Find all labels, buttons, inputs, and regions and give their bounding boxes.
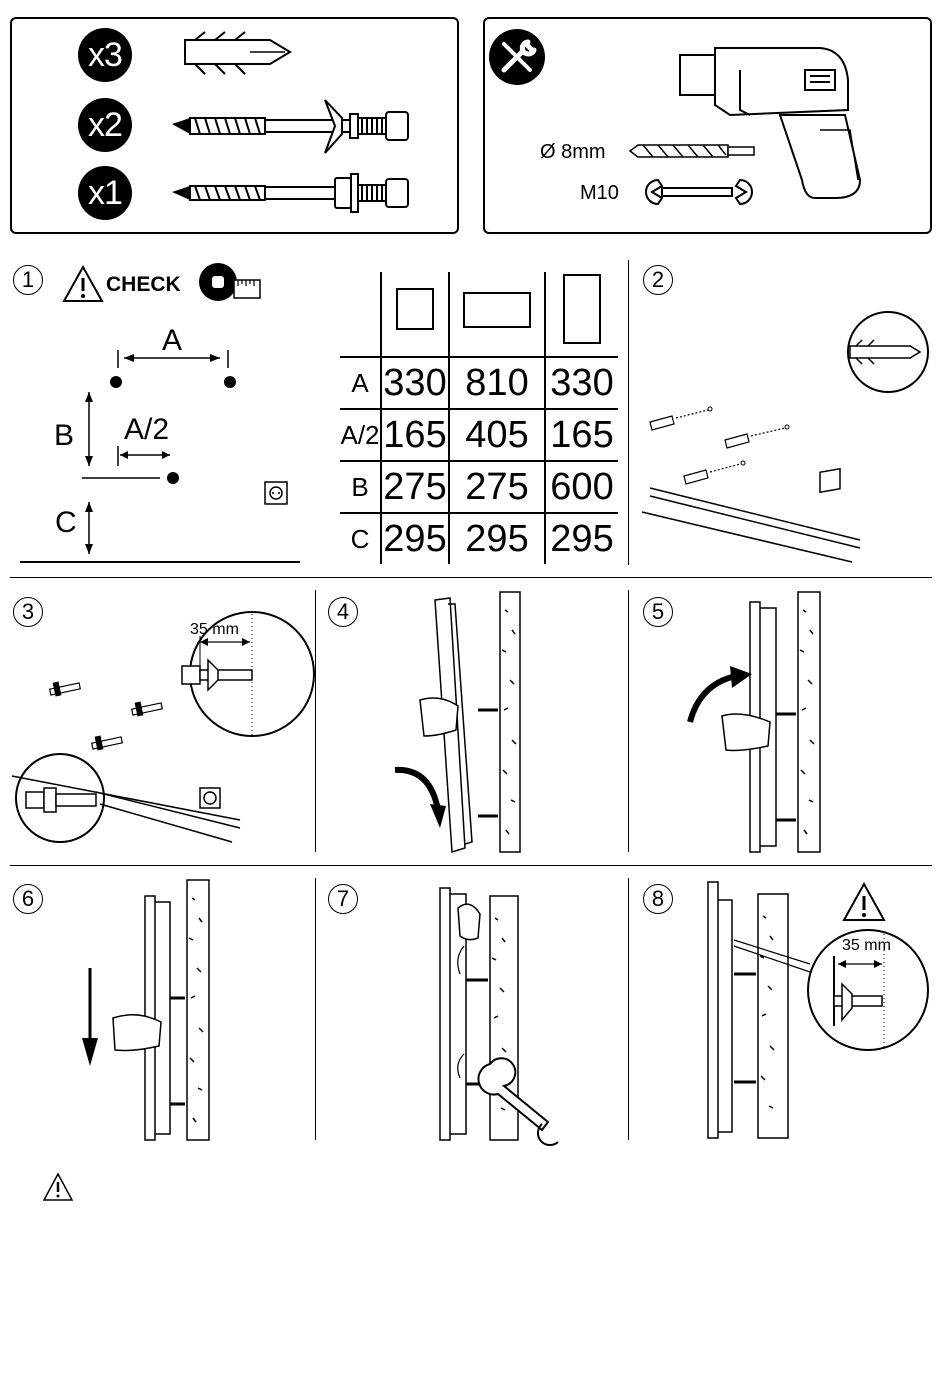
warning-icon — [62, 265, 104, 303]
table-cell: 295 — [545, 513, 618, 564]
dowel-icon — [725, 425, 789, 448]
divider — [10, 577, 932, 578]
dimension-table: A 330 810 330 A/2 165 405 165 B 275 275 … — [340, 272, 618, 564]
hex-bolt-screw-icon — [170, 168, 415, 218]
table-cell: 275 — [381, 461, 449, 513]
step-5-number: 5 — [643, 597, 673, 627]
step-3-gap-label: 35 mm — [190, 621, 239, 639]
table-cell: 330 — [381, 357, 449, 409]
table-cell: 600 — [545, 461, 618, 513]
dowel-icon — [650, 407, 712, 430]
table-cell: 405 — [449, 409, 545, 461]
bolt-qty-badge: x1 — [78, 166, 132, 220]
table-cell: 295 — [381, 513, 449, 564]
table-cell: 165 — [545, 409, 618, 461]
step-1-number: 1 — [13, 265, 43, 295]
divider — [628, 878, 629, 1140]
footer-warning-icon — [42, 1172, 74, 1202]
bolt-icon — [92, 736, 123, 751]
wrench-size-label: M10 — [580, 182, 619, 205]
step-7-tighten-bolts-diagram — [430, 878, 570, 1148]
tall-panel-icon — [562, 273, 602, 345]
table-cell: 165 — [381, 409, 449, 461]
divider — [10, 865, 932, 866]
wide-panel-column — [449, 272, 545, 357]
step-3-insert-bolts-diagram — [12, 596, 312, 852]
table-cell: 295 — [449, 513, 545, 564]
step-5-align-panel-diagram — [680, 590, 830, 855]
dim-a-label: A — [162, 324, 182, 358]
divider — [628, 590, 629, 852]
wide-panel-icon — [462, 289, 532, 329]
step-2-drill-holes-diagram — [640, 300, 930, 565]
dim-b-label: B — [54, 419, 74, 453]
wing-bolt-screw-icon — [170, 98, 415, 158]
row-label: A/2 — [340, 409, 381, 461]
step-4-number: 4 — [328, 597, 358, 627]
tall-panel-column — [545, 272, 618, 357]
dim-half-a-label: A/2 — [124, 413, 169, 447]
table-row: B 275 275 600 — [340, 461, 618, 513]
step-7-number: 7 — [328, 884, 358, 914]
step-4-hang-panel-diagram — [390, 590, 540, 855]
table-row: C 295 295 295 — [340, 513, 618, 564]
step-6-lower-panel-diagram — [75, 878, 225, 1143]
drill-bit-icon — [628, 143, 758, 159]
wall-dowel-icon — [180, 32, 300, 82]
table-cell: 330 — [545, 357, 618, 409]
step-8-final-gap-diagram — [700, 876, 932, 1144]
dowel-icon — [684, 461, 745, 484]
step-8-gap-label: 35 mm — [842, 937, 891, 955]
row-label: B — [340, 461, 381, 513]
divider — [315, 878, 316, 1140]
check-label: CHECK — [106, 273, 181, 297]
wingbolt-qty-badge: x2 — [78, 98, 132, 152]
dim-c-label: C — [55, 506, 77, 540]
table-cell: 810 — [449, 357, 545, 409]
bolt-icon — [132, 702, 163, 717]
table-cell: 275 — [449, 461, 545, 513]
row-label: C — [340, 513, 381, 564]
step-6-number: 6 — [13, 884, 43, 914]
step-8-number: 8 — [643, 884, 673, 914]
table-row: A/2 165 405 165 — [340, 409, 618, 461]
wrench-icon — [640, 176, 760, 208]
divider — [628, 260, 629, 565]
drill-bit-size-label: Ø 8mm — [540, 141, 606, 164]
divider — [315, 590, 316, 852]
square-panel-column — [381, 272, 449, 357]
tape-measure-icon — [198, 262, 263, 304]
table-row: A 330 810 330 — [340, 357, 618, 409]
step-2-number: 2 — [643, 265, 673, 295]
bolt-icon — [50, 682, 81, 697]
dowel-qty-badge: x3 — [78, 28, 132, 82]
tools-icon — [488, 28, 546, 86]
square-panel-icon — [395, 287, 435, 331]
row-label: A — [340, 357, 381, 409]
